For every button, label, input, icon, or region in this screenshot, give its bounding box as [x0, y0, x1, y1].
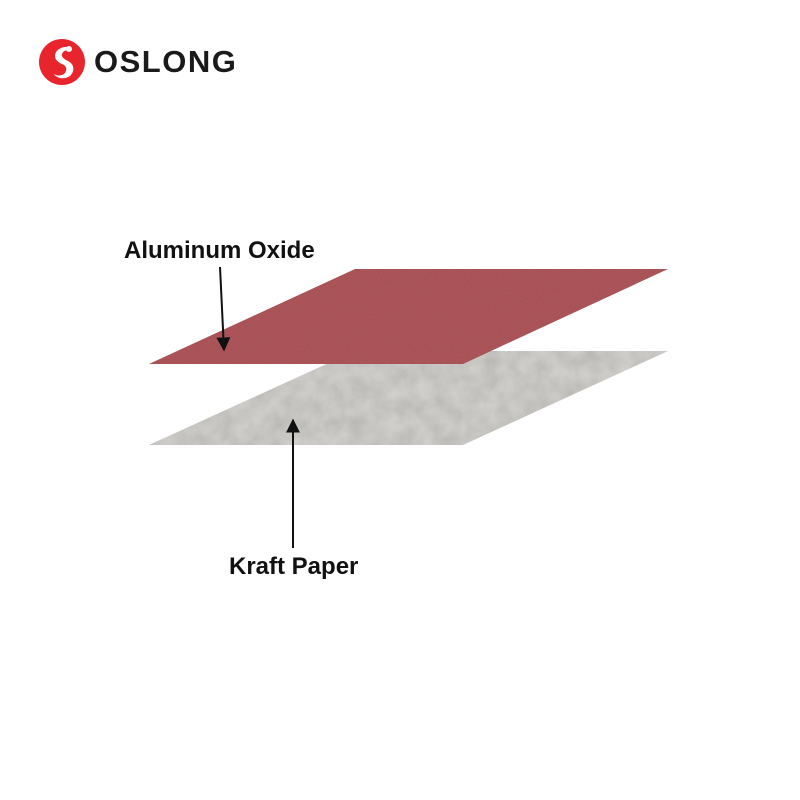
swan-logo-icon	[39, 39, 85, 85]
aluminum-oxide-label: Aluminum Oxide	[124, 237, 315, 264]
brand-name: OSLONG	[94, 44, 238, 79]
aluminum-oxide-layer	[149, 269, 668, 364]
kraft-paper-layer	[149, 351, 668, 445]
aluminum-oxide-arrow	[216, 266, 231, 352]
brand-logo: OSLONG	[38, 38, 237, 86]
kraft-paper-label: Kraft Paper	[229, 553, 359, 580]
